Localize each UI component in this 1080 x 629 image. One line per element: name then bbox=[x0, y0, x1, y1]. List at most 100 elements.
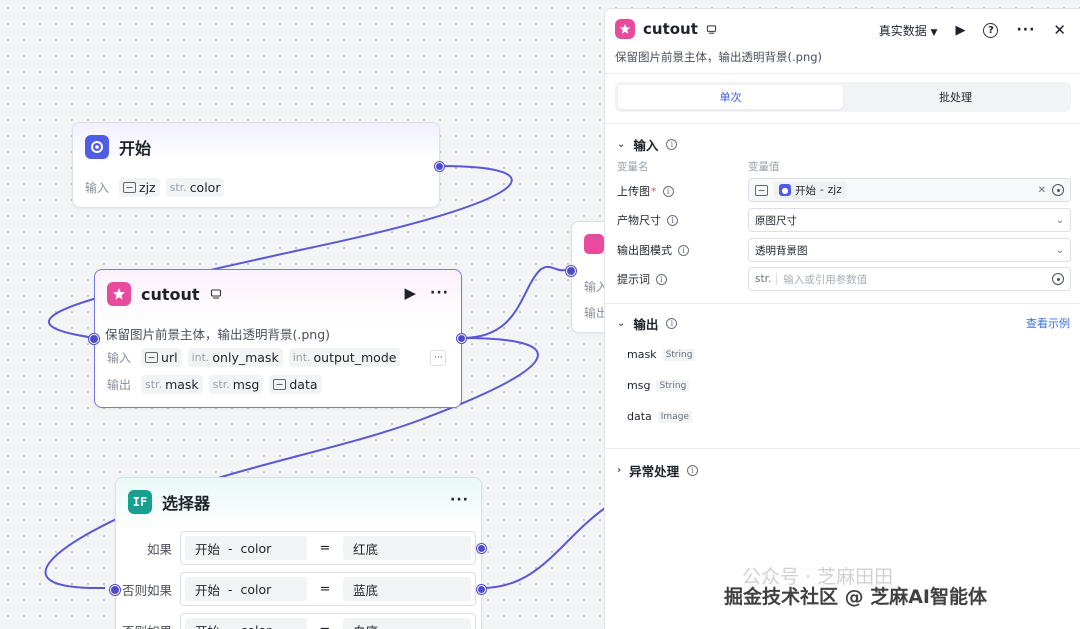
output-mode-select[interactable]: 透明背景图 ⌄ bbox=[748, 238, 1071, 262]
selector-if-port[interactable] bbox=[477, 544, 486, 553]
panel-actions: 真实数据 ▼ ▶ ? ··· ✕ bbox=[879, 21, 1066, 39]
condition-box[interactable]: 开始-color = 蓝底 bbox=[180, 572, 476, 606]
column-header-value: 变量值 bbox=[748, 161, 780, 173]
info-icon: i bbox=[666, 318, 678, 329]
condition-value[interactable]: 蓝底 bbox=[343, 577, 471, 601]
run-icon[interactable]: ▶ bbox=[404, 284, 417, 302]
variable-chip[interactable]: ● 开始-zjz bbox=[774, 181, 847, 199]
condition-box[interactable]: 开始-color = 红底 bbox=[180, 531, 476, 565]
start-icon: ● bbox=[779, 184, 791, 196]
cutout-node-inputs: 输入 url int.only_mask int.output_mode ··· bbox=[107, 348, 447, 367]
condition-variable[interactable]: 开始-color bbox=[185, 577, 307, 601]
required-mark: * bbox=[651, 184, 657, 198]
size-select[interactable]: 原图尺寸 ⌄ bbox=[748, 208, 1071, 232]
input-tag-color: str.color bbox=[165, 178, 225, 197]
reference-target-icon[interactable] bbox=[1052, 273, 1064, 285]
output-section-header[interactable]: ⌄ 输出 i bbox=[617, 314, 678, 333]
output-tag-msg: str.msg bbox=[208, 375, 264, 394]
condition-operator[interactable]: = bbox=[313, 623, 337, 629]
image-type-icon bbox=[755, 184, 768, 196]
input-section-header[interactable]: ⌄ 输入 i bbox=[617, 135, 678, 154]
condition-row-elseif-1: 否则如果 开始-color = 蓝底 bbox=[120, 572, 476, 606]
divider bbox=[605, 303, 1080, 304]
condition-value[interactable]: 红底 bbox=[343, 536, 471, 560]
batch-icon bbox=[706, 24, 717, 34]
cutout-icon bbox=[615, 19, 635, 39]
mode-tabs: 单次 批处理 bbox=[615, 82, 1071, 112]
input-tag-zjz: zjz bbox=[119, 178, 160, 197]
condition-operator[interactable]: = bbox=[319, 540, 331, 556]
cutout-node-description: 保留图片前景主体，输出透明背景(.png) bbox=[105, 327, 331, 342]
image-icon bbox=[145, 352, 159, 363]
prompt-input[interactable]: str. 输入或引用参数值 bbox=[748, 267, 1071, 291]
next-input-port[interactable] bbox=[566, 266, 576, 276]
condition-row-elseif-2: 否则如果 开始-color = 白底 bbox=[120, 613, 476, 629]
selector-node[interactable]: IF 选择器 ··· 如果 开始-color = 红底 否则如果 开始-colo… bbox=[110, 477, 486, 629]
selector-node-title: 选择器 bbox=[162, 494, 211, 513]
data-mode-select[interactable]: 真实数据 ▼ bbox=[878, 23, 938, 38]
field-label-upload: 上传图* i bbox=[617, 183, 674, 199]
field-label-size: 产物尺寸 i bbox=[617, 212, 678, 228]
close-icon[interactable]: ✕ bbox=[1053, 21, 1066, 39]
panel-title: cutout bbox=[643, 20, 698, 38]
cutout-node-header: cutout bbox=[107, 282, 222, 306]
start-node[interactable]: 开始 输入 zjz str.color bbox=[72, 122, 444, 208]
tab-batch[interactable]: 批处理 bbox=[939, 91, 972, 104]
caret-down-icon: ▼ bbox=[930, 27, 938, 38]
info-icon: i bbox=[656, 273, 667, 285]
reference-target-icon[interactable] bbox=[1052, 184, 1064, 196]
cutout-output-port[interactable] bbox=[457, 334, 466, 343]
chevron-down-icon: ⌄ bbox=[1055, 244, 1064, 256]
input-tag-output-mode: int.output_mode bbox=[288, 348, 401, 367]
run-icon[interactable]: ▶ bbox=[955, 22, 966, 38]
cutout-icon bbox=[107, 282, 131, 306]
cutout-input-port[interactable] bbox=[89, 334, 99, 344]
cutout-node[interactable]: cutout ▶ ··· 保留图片前景主体，输出透明背景(.png) 输入 ur… bbox=[89, 269, 466, 408]
divider bbox=[605, 73, 1080, 74]
node-settings-panel: cutout 真实数据 ▼ ▶ ? ··· ✕ 保留图片前景主体，输出透明背景(… bbox=[604, 8, 1080, 629]
edge-cutout-to-next bbox=[461, 265, 566, 339]
watermark: 掘金技术社区 @ 芝麻AI智能体 bbox=[724, 586, 988, 608]
condition-variable[interactable]: 开始-color bbox=[185, 618, 307, 629]
start-node-header: 开始 bbox=[85, 135, 151, 159]
info-icon: i bbox=[666, 139, 678, 150]
chevron-right-icon: › bbox=[617, 465, 622, 476]
upload-image-field[interactable]: ● 开始-zjz ✕ bbox=[748, 178, 1071, 202]
panel-header: cutout bbox=[615, 19, 717, 39]
prompt-placeholder: 输入或引用参数值 bbox=[783, 273, 868, 286]
more-icon[interactable]: ··· bbox=[430, 285, 449, 301]
condition-operator[interactable]: = bbox=[319, 581, 331, 597]
output-tag-mask: str.mask bbox=[141, 375, 203, 394]
chevron-down-icon: ⌄ bbox=[617, 318, 626, 329]
help-icon[interactable]: ? bbox=[983, 22, 999, 38]
selector-elseif-port[interactable] bbox=[477, 585, 486, 594]
edge-selector-to-right bbox=[481, 507, 606, 589]
tab-single[interactable]: 单次 bbox=[618, 85, 843, 109]
condition-box[interactable]: 开始-color = 白底 bbox=[180, 613, 476, 629]
more-inputs-icon[interactable]: ··· bbox=[430, 349, 447, 366]
batch-icon bbox=[210, 289, 221, 299]
cutout-node-title: cutout bbox=[141, 284, 200, 304]
start-output-port[interactable] bbox=[435, 162, 444, 171]
selector-input-port[interactable] bbox=[110, 585, 120, 595]
info-icon: i bbox=[662, 185, 674, 197]
next-node-inputs-label: 输入 bbox=[584, 280, 609, 294]
error-section-header[interactable]: › 异常处理 i bbox=[617, 461, 699, 480]
condition-value[interactable]: 白底 bbox=[343, 618, 471, 629]
clear-icon[interactable]: ✕ bbox=[1037, 184, 1046, 196]
info-icon: i bbox=[667, 214, 678, 226]
output-tag-data: data bbox=[269, 375, 322, 394]
more-icon[interactable]: ··· bbox=[450, 492, 469, 508]
image-icon bbox=[273, 379, 287, 390]
chevron-down-icon: ⌄ bbox=[617, 139, 626, 150]
inputs-label: 输入 bbox=[85, 181, 110, 195]
watermark-secondary: 公众号 · 芝麻田田 bbox=[742, 566, 894, 588]
condition-variable[interactable]: 开始-color bbox=[185, 536, 307, 560]
view-example-link[interactable]: 查看示例 bbox=[1026, 317, 1070, 330]
more-icon[interactable]: ··· bbox=[1016, 22, 1036, 38]
cutout-node-outputs: 输出 str.mask str.msg data bbox=[107, 375, 322, 394]
